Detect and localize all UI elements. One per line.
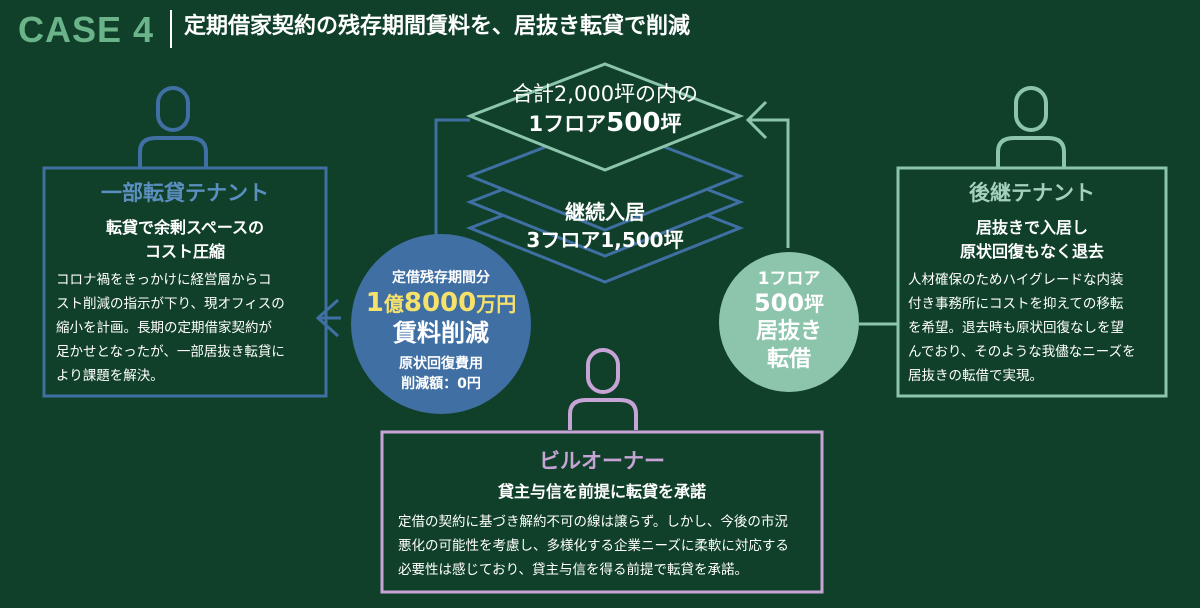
bottom-party-body-line: 必要性は感じており、貸主与信を得る前提で転貸を承諾。 xyxy=(398,562,749,578)
right-party-box xyxy=(896,166,1168,398)
left-party-box xyxy=(42,166,328,398)
left-party-body: コロナ禍をきっかけに経営層からコ スト削減の指示が下り、現オフィスの 縮小を計画… xyxy=(56,268,318,388)
stack-top-prefix: 1フロア xyxy=(528,112,607,136)
bottom-party-title: ビルオーナー xyxy=(539,449,665,473)
left-party-title: 一部転貸テナント xyxy=(101,181,269,205)
left-party-body-line: 足かせとなったが、一部居抜き転貸に xyxy=(56,344,285,360)
right-party-body-line: 居抜きの転借で実現。 xyxy=(908,368,1043,384)
sublease-circle-line1: 1フロア xyxy=(757,269,821,289)
left-party-body-line: コロナ禍をきっかけに経営層からコ xyxy=(56,272,272,288)
sublease-circle-line3: 居抜き xyxy=(755,319,822,344)
bottom-party-body: 定借の契約に基づき解約不可の線は譲らず。しかし、今後の市況 悪化の可能性を考慮し… xyxy=(398,510,810,582)
left-party-body-line: 縮小を計画。長期の定期借家契約が xyxy=(56,320,272,336)
right-party-body: 人材確保のためハイグレードな内装 付き事務所にコストを抑えての移転 を希望。退去… xyxy=(908,268,1158,388)
right-party-subtitle-line2: 原状回復もなく退去 xyxy=(959,242,1104,261)
left-party-subtitle: 転貸で余剰スペースの コスト圧縮 xyxy=(44,216,326,264)
savings-amount-oku: 億 xyxy=(383,292,404,316)
sublease-circle-line4: 転借 xyxy=(766,347,811,372)
bottom-party-subtitle: 貸主与信を前提に転貸を承諾 xyxy=(497,482,706,501)
right-party-body-line: んでおり、そのような我儘なニーズを xyxy=(908,344,1136,360)
stack-top-value: 500 xyxy=(606,108,661,138)
savings-circle-line1: 定借残存期間分 xyxy=(392,270,490,286)
bottom-party-box xyxy=(380,430,824,594)
case-label: CASE 4 xyxy=(18,9,155,50)
savings-amount-1: 1 xyxy=(365,288,384,318)
savings-amount: 1億8000万円 xyxy=(341,290,541,317)
floor-layer-top xyxy=(465,62,745,172)
stack-mid-line2: 3フロア1,500坪 xyxy=(526,228,684,252)
right-connector xyxy=(745,100,898,326)
right-party-title: 後継テナント xyxy=(969,181,1095,205)
bottom-party-body-line: 定借の契約に基づき解約不可の線は譲らず。しかし、今後の市況 xyxy=(398,514,788,530)
left-party-subtitle-line2: コスト圧縮 xyxy=(144,242,225,261)
sublease-circle xyxy=(719,252,859,392)
bottom-party-body-line: 悪化の可能性を考慮し、多様化する企業ニーズに柔軟に対応する xyxy=(398,538,789,554)
savings-amount-2: 8000 xyxy=(403,288,477,318)
savings-circle xyxy=(351,234,531,414)
right-party-body-line: 人材確保のためハイグレードな内装 xyxy=(908,272,1124,288)
left-party-subtitle-line1: 転貸で余剰スペースの xyxy=(105,218,265,237)
sublease-circle-line2: 500坪 xyxy=(719,290,859,317)
savings-circle-line3: 賃料削減 xyxy=(393,319,489,347)
savings-amount-unit: 万円 xyxy=(476,292,517,316)
floor-layer-1 xyxy=(465,122,745,232)
right-party-subtitle-line1: 居抜きで入居し xyxy=(975,218,1088,237)
left-party-body-line: より課題を解決。 xyxy=(56,368,164,384)
savings-circle-line5: 削減額：0円 xyxy=(401,376,481,392)
floor-stack xyxy=(465,62,745,284)
title-divider xyxy=(170,10,172,48)
stack-top-line1: 合計2,000坪の内の xyxy=(511,82,699,106)
bottom-person-icon xyxy=(568,348,638,430)
stack-top-line2: 1フロア500坪 xyxy=(470,108,740,139)
left-party-body-line: スト削減の指示が下り、現オフィスの xyxy=(56,296,285,312)
left-person-icon xyxy=(138,86,208,168)
sublease-unit: 坪 xyxy=(804,292,825,316)
stack-top-suffix: 坪 xyxy=(660,112,682,136)
right-person-icon xyxy=(996,86,1066,168)
sublease-value: 500 xyxy=(753,289,805,317)
right-party-body-line: 付き事務所にコストを抑えての移転 xyxy=(908,296,1124,312)
left-connector xyxy=(315,118,470,338)
page-title: 定期借家契約の残存期間賃料を、居抜き転貸で削減 xyxy=(184,14,691,39)
savings-circle-line4: 原状回復費用 xyxy=(399,356,483,372)
stack-mid-line1: 継続入居 xyxy=(565,200,645,224)
right-party-subtitle: 居抜きで入居し 原状回復もなく退去 xyxy=(898,216,1166,264)
right-party-body-line: を希望。退去時も原状回復なしを望 xyxy=(908,320,1124,336)
stack-mid-text: 継続入居 3フロア1,500坪 xyxy=(470,198,740,254)
